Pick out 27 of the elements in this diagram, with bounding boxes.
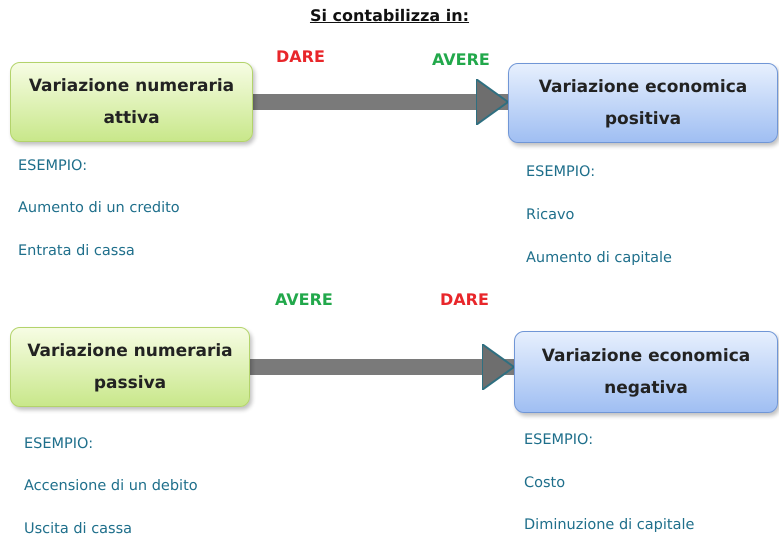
example-text: Aumento di capitale [526, 250, 672, 266]
example-text: Uscita di cassa [24, 521, 132, 537]
example-text: Ricavo [526, 207, 574, 223]
title: Si contabilizza in: [310, 6, 470, 25]
column-label: DARE [440, 290, 489, 309]
process-box [10, 327, 250, 407]
column-label: AVERE [275, 290, 333, 309]
node-label: Variazione numeraria passiva [26, 340, 234, 395]
example-heading: ESEMPIO: [524, 432, 594, 448]
process-box [514, 331, 778, 413]
column-label: DARE [276, 47, 325, 66]
example-heading: ESEMPIO: [18, 158, 88, 174]
process-box [10, 62, 253, 142]
example-text: Diminuzione di capitale [524, 517, 694, 533]
example-text: Entrata di cassa [18, 243, 135, 259]
process-box [508, 63, 778, 143]
example-text: Costo [524, 475, 566, 491]
example-text: Accensione di un debito [24, 478, 198, 494]
block-arrow [250, 343, 515, 391]
column-label: AVERE [432, 50, 490, 69]
block-arrow [253, 78, 509, 126]
node-label: Variazione economica negativa [540, 345, 752, 400]
example-text: Aumento di un credito [18, 200, 180, 216]
example-heading: ESEMPIO: [526, 164, 596, 180]
example-heading: ESEMPIO: [24, 436, 94, 452]
node-label: Variazione numeraria attiva [28, 75, 236, 130]
node-label: Variazione economica positiva [538, 76, 748, 131]
